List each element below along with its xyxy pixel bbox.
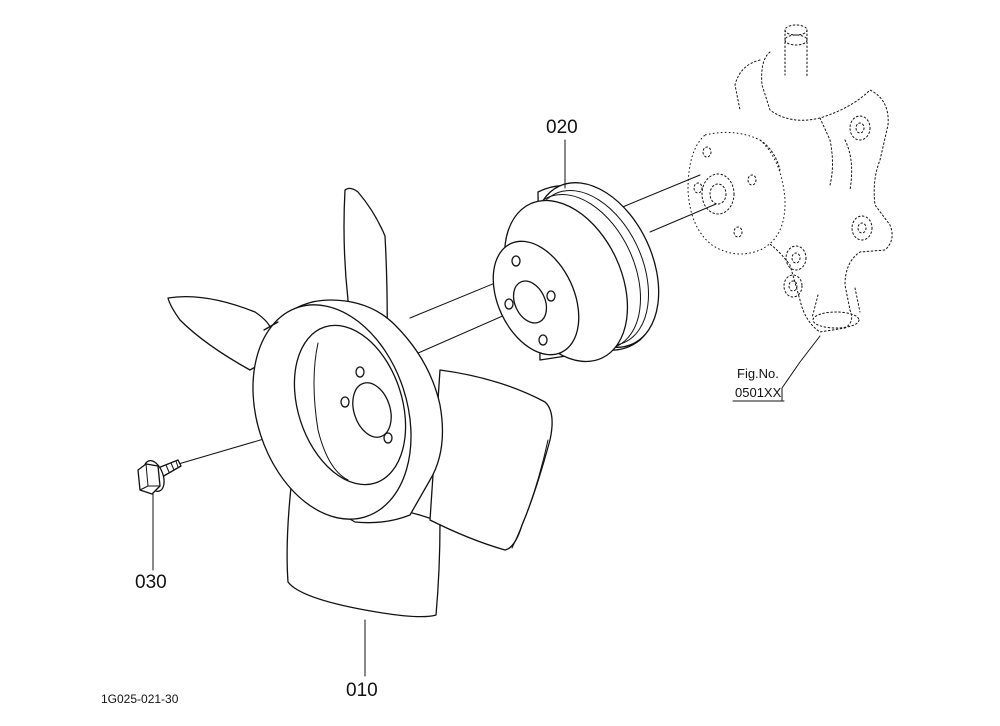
- part-number-020: 020: [546, 117, 578, 138]
- water-pump-drawing: [687, 24, 893, 333]
- drawing-id: 1G025-021-30: [101, 692, 179, 706]
- figure-ref-number: 0501XX: [735, 385, 782, 400]
- figure-ref-label: Fig.No.: [737, 366, 779, 381]
- leader-lines: [152, 139, 821, 677]
- part-number-010: 010: [346, 680, 378, 701]
- part-number-030: 030: [135, 572, 167, 593]
- fan-drawing: [167, 187, 553, 618]
- bolt-drawing: [137, 459, 182, 495]
- pulley-drawing: [492, 182, 660, 363]
